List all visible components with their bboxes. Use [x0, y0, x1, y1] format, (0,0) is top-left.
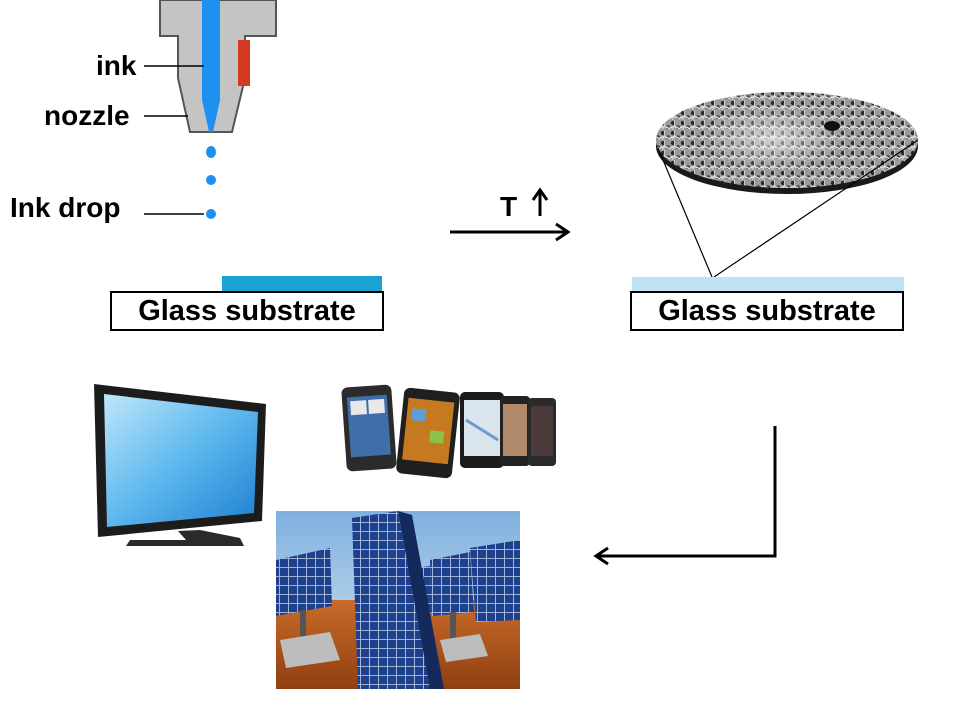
glass-substrate-left: Glass substrate [110, 291, 384, 331]
ink-drop [206, 209, 216, 219]
ink-channel [202, 0, 220, 132]
nozzle-label: nozzle [44, 100, 130, 131]
heater-element [238, 40, 250, 86]
tv-stand [126, 530, 244, 546]
printed-layer [222, 276, 382, 291]
solar-panel-main [352, 511, 430, 689]
annealed-layer [632, 277, 904, 292]
ink-drop-label: Ink drop [10, 192, 121, 223]
glass-substrate-right: Glass substrate [630, 291, 904, 331]
ink-drop [206, 175, 216, 185]
ink-drop [206, 146, 216, 158]
ink-label: ink [96, 50, 137, 81]
zoom-line [713, 139, 919, 278]
temperature-label: T [500, 191, 518, 222]
tv-screen [104, 394, 258, 527]
application-arrow-icon [598, 426, 777, 558]
zoom-line [657, 147, 713, 278]
